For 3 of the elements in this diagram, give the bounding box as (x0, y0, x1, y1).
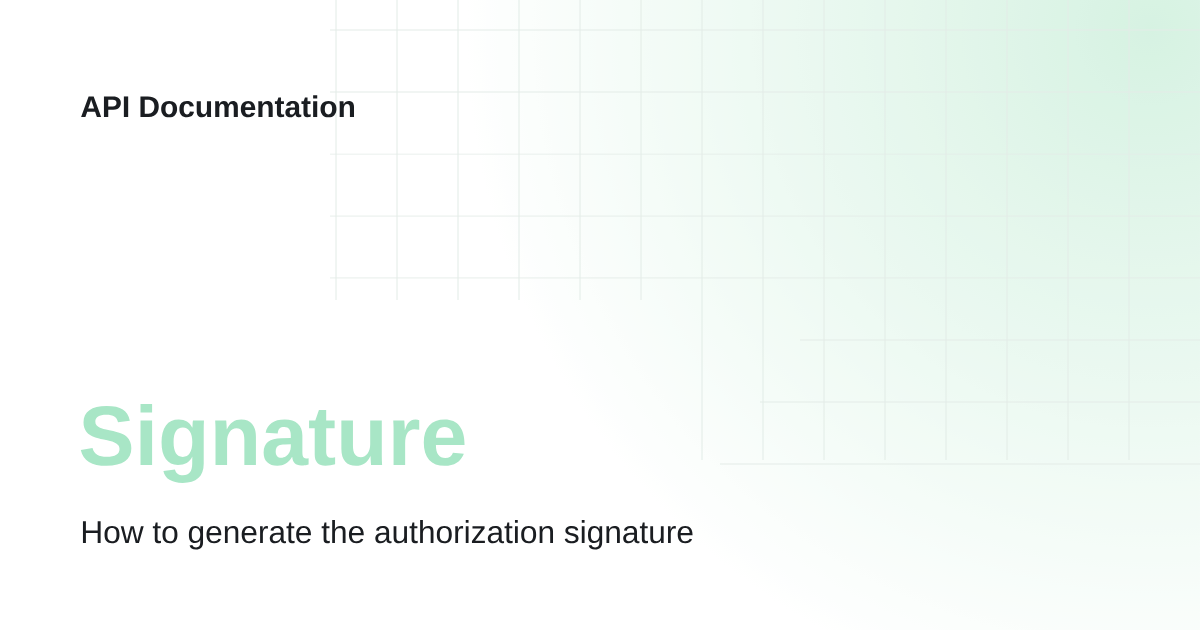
title: Signature (80, 403, 465, 483)
header-text: API Documentation (81, 95, 354, 118)
subtitle: How to generate the authorization signature (82, 520, 693, 550)
